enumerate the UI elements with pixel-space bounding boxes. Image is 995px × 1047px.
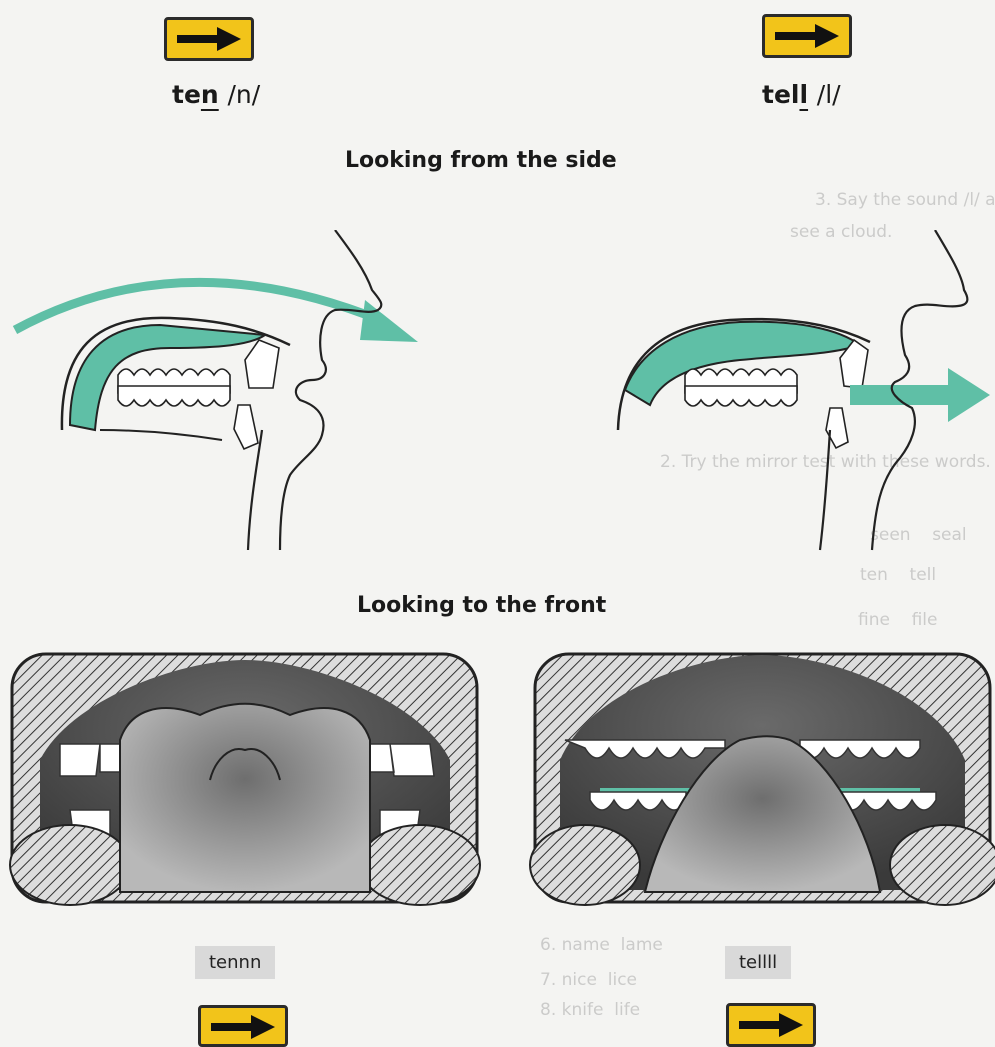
nasal-airflow-arrowhead — [360, 300, 418, 342]
sound-tag-tellll: tellll — [725, 946, 791, 979]
front-view-n — [10, 654, 480, 905]
teeth-n — [118, 340, 279, 449]
face-profile-n — [280, 230, 381, 550]
heading-front-view: Looking to the front — [357, 593, 606, 618]
front-view-l — [530, 654, 995, 905]
side-view-diagrams — [0, 230, 995, 560]
play-audio-button-tellll[interactable] — [726, 1003, 816, 1047]
front-view-diagrams — [0, 640, 995, 910]
play-arrow-icon — [739, 1012, 803, 1038]
tongue-front-n — [120, 704, 370, 892]
play-arrow-icon — [211, 1014, 275, 1040]
word-ten-label: ten /n/ — [172, 80, 260, 109]
play-audio-button-tennn[interactable] — [198, 1005, 288, 1047]
lateral-airflow-arrow — [850, 385, 950, 405]
play-audio-button-tell[interactable] — [762, 14, 852, 58]
play-arrow-icon — [775, 23, 839, 49]
ghost-list-8: 8. knife life — [540, 1000, 640, 1020]
ghost-list-6: 6. name lame — [540, 935, 663, 955]
ghost-step3-line1: 3. Say the sound /l/ and quickly look at… — [815, 190, 995, 210]
play-arrow-icon — [177, 26, 241, 52]
ghost-list-7: 7. nice lice — [540, 970, 637, 990]
ghost-pair-3: fine file — [858, 610, 937, 630]
nasal-airflow-arrow — [15, 282, 380, 330]
play-audio-button-ten[interactable] — [164, 17, 254, 61]
word-tell-label: tell /l/ — [762, 80, 841, 109]
heading-side-view: Looking from the side — [345, 148, 617, 173]
ghost-pair-2: ten tell — [860, 565, 936, 585]
lateral-airflow-arrowhead — [948, 368, 990, 422]
sound-tag-tennn: tennn — [195, 946, 275, 979]
